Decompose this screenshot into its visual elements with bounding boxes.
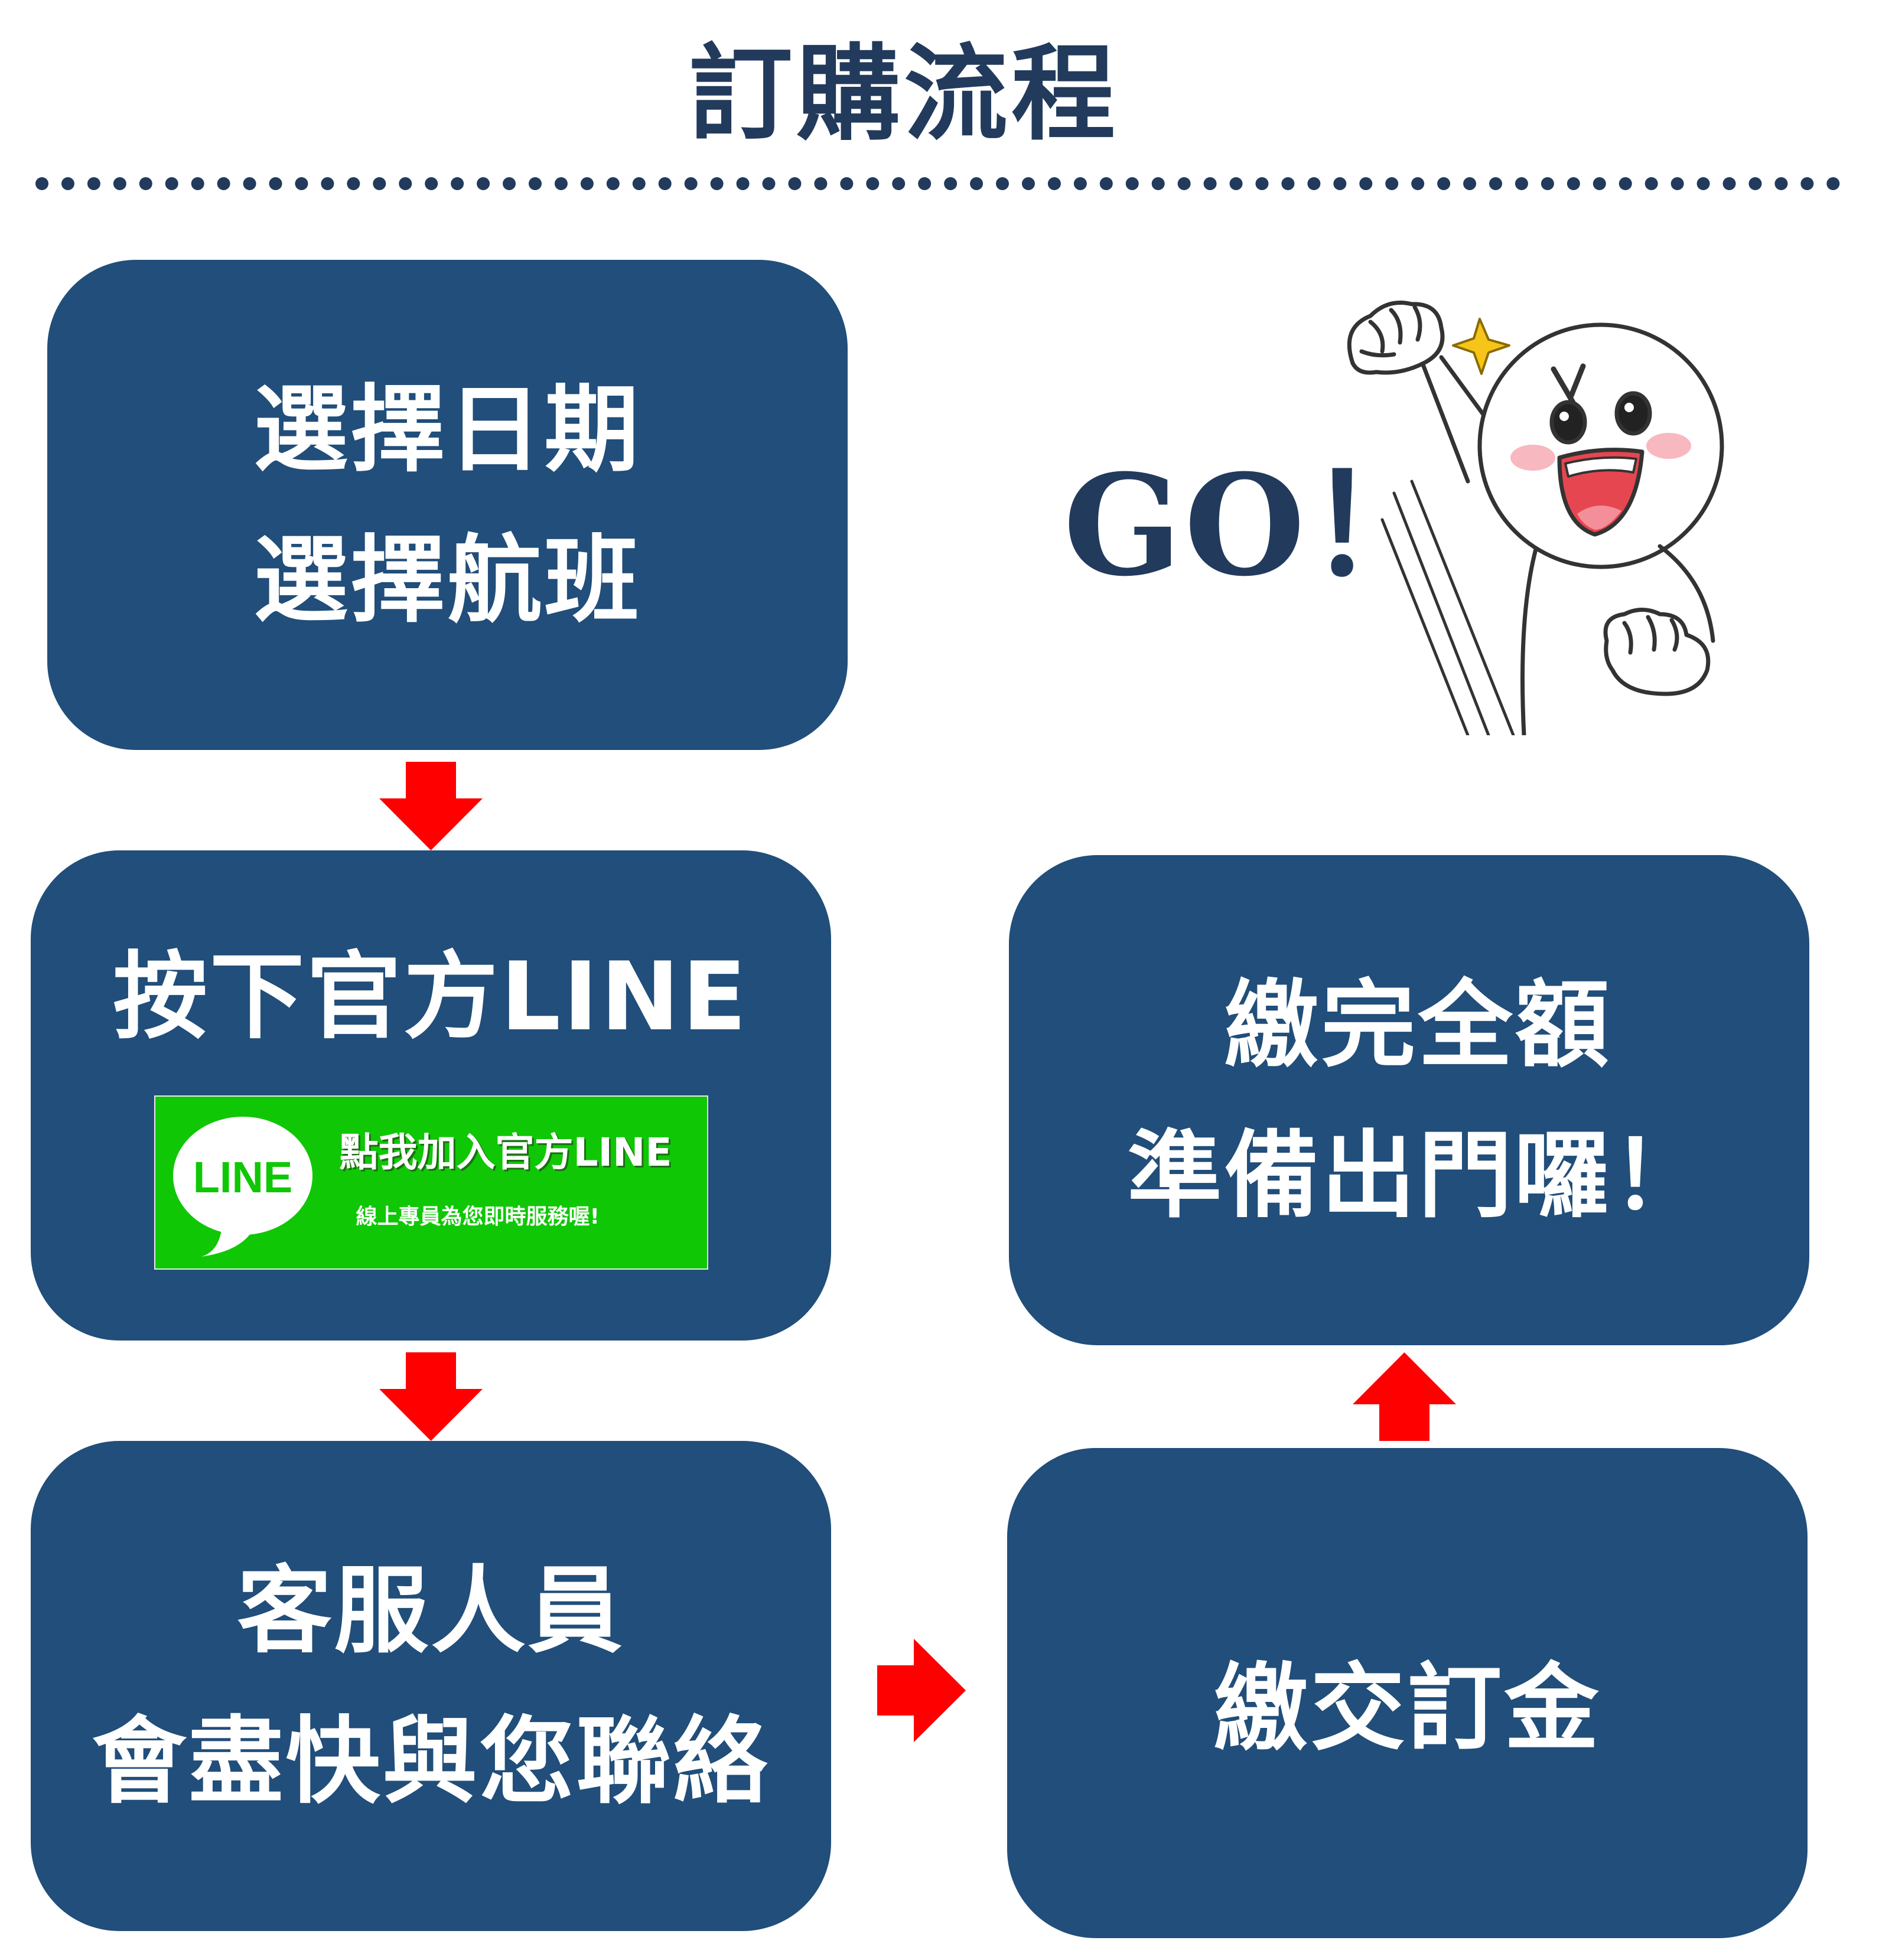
arrow-up-icon [1353, 1352, 1456, 1441]
line-logo-icon: LINE [172, 1117, 312, 1257]
arrow-down-icon [379, 1352, 483, 1441]
arrow-right-icon [877, 1639, 966, 1742]
step2-label: 按下官方LINE [113, 941, 749, 1052]
cheering-mascot-icon [1347, 301, 1724, 735]
step3-line2: 會盡快與您聯絡 [92, 1706, 770, 1816]
go-label: GO！ [1063, 444, 1449, 607]
step-select-date-flight: 選擇日期 選擇航班 [47, 260, 848, 750]
step1-line1: 選擇日期 [253, 374, 641, 485]
line-banner-title: 點我加入官方LINE [339, 1130, 672, 1175]
line-logo-text: LINE [193, 1153, 292, 1202]
line-add-friend-banner[interactable]: LINE 點我加入官方LINE 線上專員為您即時服務喔! [154, 1095, 708, 1270]
step1-line2: 選擇航班 [253, 525, 641, 635]
step5-line2: 準備出門囉！ [1127, 1120, 1709, 1231]
step5-line1: 繳完全額 [1224, 970, 1612, 1080]
step-official-line: 按下官方LINE LINE 點我加入官方LINE 線上專員為您即時服務喔! [31, 850, 831, 1341]
page-title: 訂購流程 [688, 34, 1119, 155]
step-pay-full: 繳完全額 準備出門囉！ [1009, 855, 1809, 1345]
step3-line1: 客服人員 [237, 1555, 625, 1666]
dotted-divider [35, 177, 1840, 190]
step-customer-service: 客服人員 會盡快與您聯絡 [31, 1441, 831, 1931]
step4-label: 繳交訂金 [1213, 1652, 1601, 1763]
step-pay-deposit: 繳交訂金 [1007, 1448, 1808, 1938]
line-banner-subtitle: 線上專員為您即時服務喔! [356, 1205, 600, 1229]
arrow-down-icon [379, 762, 483, 850]
